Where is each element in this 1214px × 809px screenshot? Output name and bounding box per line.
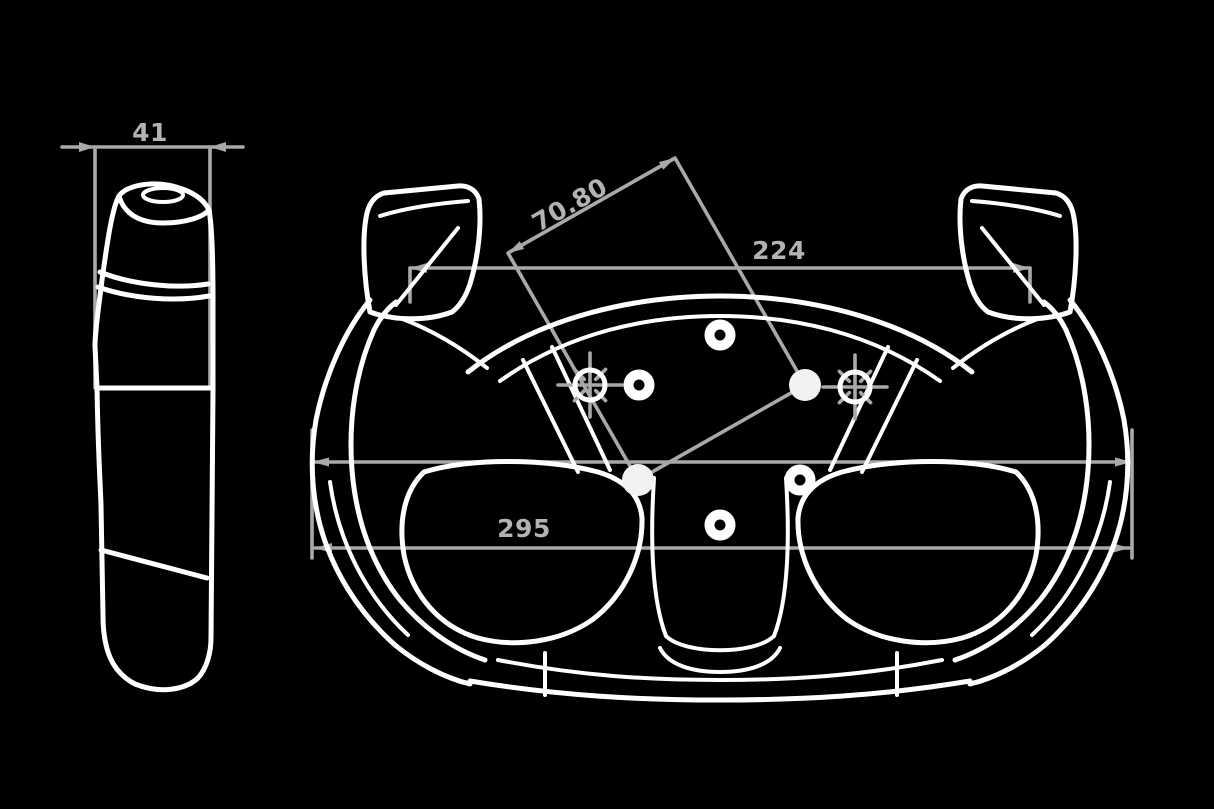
right-inner-rim-upper (1041, 299, 1092, 473)
side-body-outline (92, 181, 216, 693)
arrowhead-diag-high (658, 158, 675, 170)
dimension-upper-mount-width: 224 (408, 236, 1032, 304)
right-rim-mid-contour (1030, 480, 1112, 637)
arrowhead-left-ref (312, 457, 329, 467)
crosshair-marker-left (558, 353, 622, 417)
side-view (92, 181, 216, 693)
dim-label-bolt-hole-diagonal: 70.80 (527, 172, 612, 238)
right-wing-inner-line (970, 199, 1062, 218)
right-grip-edge (951, 316, 1042, 370)
left-spoke-line-2 (550, 345, 612, 472)
left-rim-mid-contour (328, 480, 410, 637)
right-wing-diagonal (980, 226, 1046, 307)
center-column-bottom-arc (664, 634, 776, 653)
arrowhead-right-41 (210, 142, 226, 152)
left-wing-inner-line (378, 199, 470, 218)
left-spoke-line-1 (521, 358, 580, 474)
arrowhead-right-ref (1115, 457, 1132, 467)
right-outer-rim (967, 297, 1131, 687)
dimension-grip-thickness: 41 (60, 118, 245, 390)
left-lower-pod (399, 459, 645, 646)
left-wing-diagonal (394, 226, 460, 307)
bottom-outer-band (467, 678, 973, 703)
right-inner-rim-lower (952, 467, 1091, 663)
arrowhead-right-295 (1112, 543, 1129, 553)
left-grip-edge (398, 316, 489, 370)
left-outer-rim (309, 297, 473, 687)
dim-label-grip-thickness: 41 (132, 118, 168, 147)
bolt-hole-bottom (710, 515, 731, 536)
side-diagonal-seam (98, 547, 210, 581)
center-bottom-tab (658, 646, 782, 674)
side-top-inner-ellipse (141, 186, 185, 204)
center-arch-inner (498, 314, 942, 383)
side-band-lower (95, 284, 212, 302)
bolt-hole-top (710, 325, 731, 346)
arrowhead-left-41 (79, 142, 95, 152)
dim-label-overall-width: 295 (497, 514, 551, 543)
bolt-hole-lower-right (790, 470, 811, 491)
right-spoke-line-2 (828, 345, 890, 472)
left-inner-rim-lower (349, 467, 488, 663)
side-band-upper (97, 269, 211, 289)
crosshair-marker-right (823, 355, 887, 419)
side-top-cap-edge (116, 193, 212, 226)
arrowhead-diag-low (508, 241, 525, 253)
dimension-layer: 41 224 295 70.80 (60, 118, 1134, 560)
width-reference-line (310, 457, 1134, 467)
center-column-left-edge (650, 476, 668, 638)
right-wing-outline (957, 183, 1079, 322)
center-arch-outer (465, 293, 975, 375)
measured-hole-lower-left (622, 464, 654, 496)
right-lower-pod (795, 459, 1041, 646)
measured-hole-upper-right (789, 369, 821, 401)
front-view (309, 183, 1131, 703)
right-spoke-line-1 (860, 358, 919, 474)
center-column-right-edge (772, 476, 790, 638)
left-wing-outline (361, 183, 483, 322)
bolt-hole-upper-left (629, 375, 650, 396)
dim-label-upper-mount-width: 224 (752, 236, 806, 265)
bottom-inner-band (496, 658, 944, 682)
left-inner-rim-upper (348, 299, 399, 473)
